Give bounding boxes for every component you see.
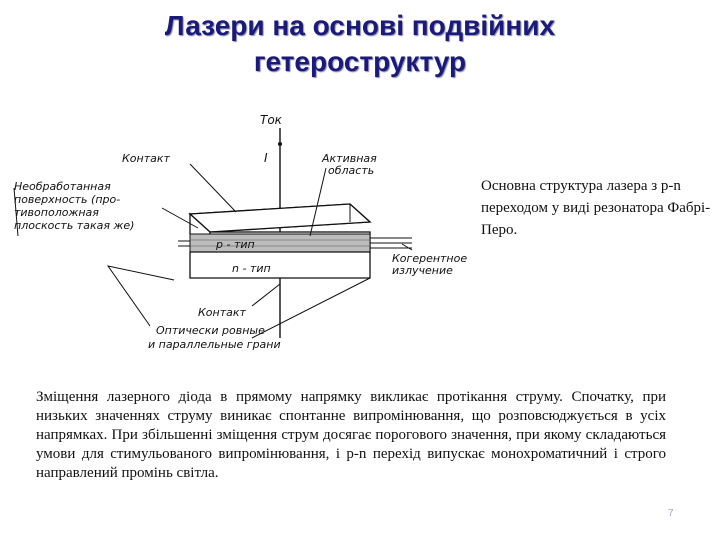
- title-line-2: гетероструктур: [253, 46, 467, 77]
- label-coherent-2: излучение: [392, 264, 453, 277]
- rough-label-underline: [13, 187, 19, 237]
- label-rough-1: Необработанная: [14, 180, 111, 193]
- body-paragraph: Зміщення лазерного діода в прямому напря…: [36, 389, 666, 481]
- leader-active-region: [309, 167, 327, 237]
- label-mirrors-1: Оптически ровные: [156, 324, 265, 337]
- label-rough-2: поверхность (про-: [14, 193, 120, 206]
- label-active-region-1: Активная: [321, 152, 377, 165]
- leader-coherent: [401, 243, 413, 251]
- n-layer: [189, 251, 371, 279]
- label-current: I: [264, 151, 268, 165]
- laser-diagram: Ток I Контакт Активная область Необработ…: [13, 113, 467, 351]
- leader-contact-top: [189, 163, 237, 213]
- label-mirrors-2: и параллельные грани: [148, 338, 281, 351]
- current-lead-terminal: [278, 142, 282, 146]
- page-number: 7: [668, 508, 674, 519]
- slide-title: Лазери на основі подвійних гетерострукту…: [0, 8, 720, 80]
- label-p-type: p - тип: [215, 238, 255, 251]
- label-contact-bottom: Контакт: [198, 306, 247, 319]
- leader-mirrors-left: [106, 265, 175, 327]
- label-active-region-2: область: [328, 164, 374, 177]
- label-n-type: n - тип: [232, 262, 271, 275]
- label-tok: Ток: [260, 113, 283, 127]
- coherent-emission: [178, 237, 412, 249]
- label-rough-4: плоскость такая же): [14, 219, 134, 232]
- title-line-1: Лазери на основі подвійних: [164, 10, 556, 41]
- label-coherent-1: Когерентное: [392, 252, 467, 265]
- label-rough-3: тивоположная: [14, 206, 99, 219]
- leader-contact-bottom: [251, 283, 281, 307]
- label-contact-top: Контакт: [122, 152, 171, 165]
- figure-caption: Основна структура лазера з p-n переходом…: [481, 178, 711, 238]
- leader-mirrors-right: [251, 277, 371, 339]
- leader-rough-surface: [161, 207, 199, 229]
- p-layer-top-face: [188, 203, 372, 233]
